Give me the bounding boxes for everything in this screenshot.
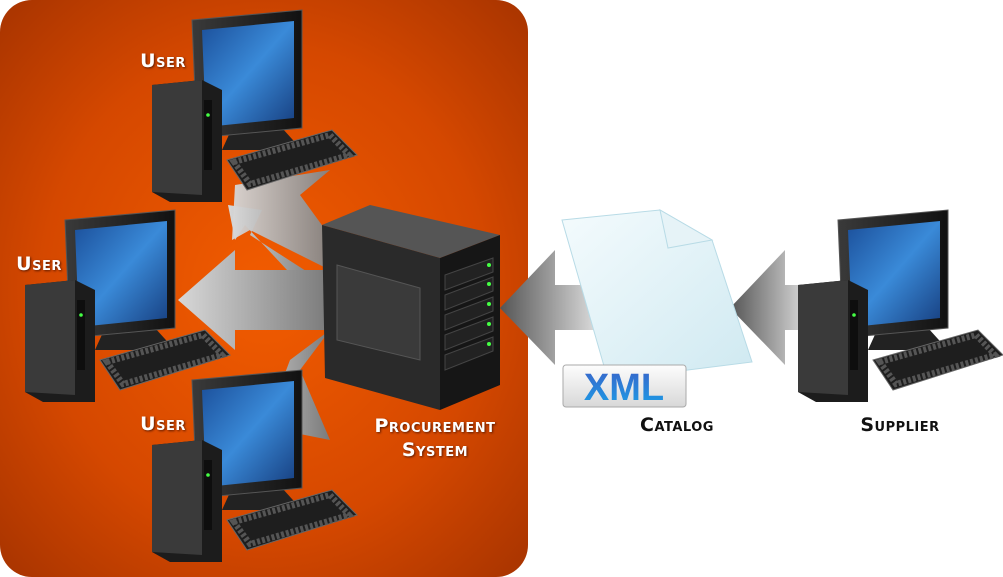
xml-badge-text: XML [584, 367, 664, 409]
arrow-to-user-top [232, 170, 340, 270]
xml-document-icon [561, 209, 753, 381]
arrow-to-user-middle [178, 250, 330, 350]
label-procurement-line1: Procurement [374, 415, 496, 437]
label-procurement-system: Procurement System [350, 414, 520, 462]
label-user-bottom: User [140, 413, 186, 435]
label-user-top: User [140, 50, 186, 72]
xml-badge: XML [562, 364, 687, 409]
label-supplier: Supplier [860, 414, 940, 436]
label-user-middle: User [16, 253, 62, 275]
label-procurement-line2: System [401, 439, 469, 461]
procurement-server-icon [322, 205, 500, 410]
supplier-computer [798, 210, 1003, 402]
label-catalog: Catalog [640, 414, 714, 436]
arrow-catalog-to-server [500, 250, 600, 365]
arrow-supplier-to-catalog [730, 250, 810, 365]
